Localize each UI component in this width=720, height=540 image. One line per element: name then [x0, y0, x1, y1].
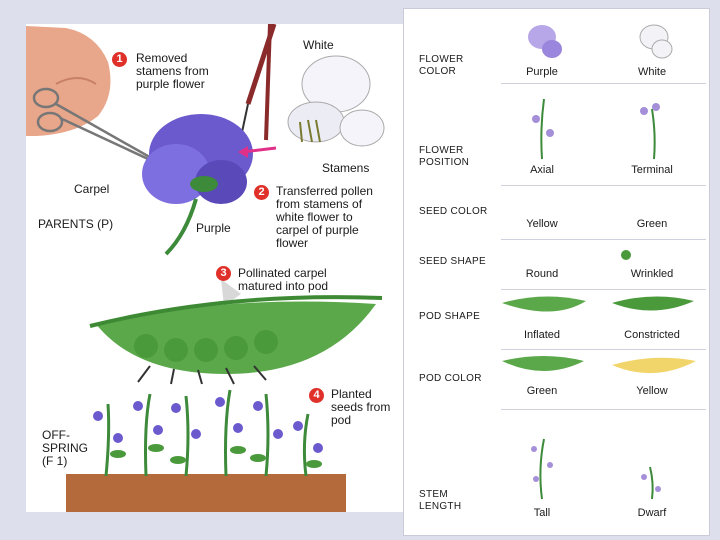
trait-name: SEED COLOR: [419, 206, 489, 218]
purple-flower-icon: [528, 25, 562, 58]
white-label: White: [303, 39, 334, 52]
trait-name: SEED SHAPE: [419, 256, 489, 268]
step-1-text: Removed stamens from purple flower: [136, 52, 216, 91]
step-4-text: Planted seeds from pod: [331, 388, 391, 427]
trait-name: FLOWER COLOR: [419, 54, 489, 78]
trait-dominant: Green: [492, 385, 592, 397]
step-4-badge: 4: [309, 388, 324, 403]
parents-label: PARENTS (P): [38, 218, 118, 231]
trait-name: POD COLOR: [419, 373, 489, 385]
row-divider: [501, 185, 706, 186]
trait-name: POD SHAPE: [419, 311, 489, 323]
soil: [66, 474, 346, 512]
offspring-label: OFF-SPRING (F 1): [42, 429, 92, 468]
inflated-pod-icon: [502, 296, 586, 311]
row-divider: [501, 289, 706, 290]
trait-dominant: Axial: [492, 164, 592, 176]
trait-recessive: Green: [602, 218, 702, 230]
stamens-label: Stamens: [322, 162, 369, 175]
terminal-plant-icon: [652, 109, 655, 159]
offspring-leaves: [110, 444, 322, 468]
offspring-flowers: [93, 397, 323, 453]
row-divider: [501, 349, 706, 350]
white-flower-icon: [640, 25, 672, 58]
trait-recessive: Dwarf: [602, 507, 702, 519]
trait-recessive: White: [602, 66, 702, 78]
trait-dominant: Yellow: [492, 218, 592, 230]
trait-name: FLOWER POSITION: [419, 145, 489, 169]
axial-plant-icon: [541, 99, 544, 159]
trait-recessive: Constricted: [602, 329, 702, 341]
trait-recessive: Yellow: [602, 385, 702, 397]
dwarf-plant-icon: [650, 467, 653, 499]
row-divider: [501, 83, 706, 84]
trait-dominant: Purple: [492, 66, 592, 78]
step-2-text: Transferred pollen from stamens of white…: [276, 185, 386, 250]
trait-recessive: Terminal: [602, 164, 702, 176]
row-divider: [501, 239, 706, 240]
trait-name: STEM LENGTH: [419, 489, 489, 513]
row-divider: [501, 409, 706, 410]
traits-panel: FLOWER COLOR Purple White FLOWER POSITIO…: [403, 8, 710, 536]
trait-dominant: Tall: [492, 507, 592, 519]
trait-dominant: Round: [492, 268, 592, 280]
step-2-badge: 2: [254, 185, 269, 200]
trait-dominant: Inflated: [492, 329, 592, 341]
step-3-badge: 3: [216, 266, 231, 281]
trait-recessive: Wrinkled: [602, 268, 702, 280]
green-pod-icon: [502, 356, 584, 371]
carpel-label: Carpel: [74, 183, 109, 196]
yellow-pod-icon: [612, 358, 696, 373]
experiment-panel: 1 Removed stamens from purple flower Whi…: [26, 24, 410, 512]
step-1-badge: 1: [112, 52, 127, 67]
pea-pod-icon: [90, 297, 382, 374]
tall-plant-icon: [540, 439, 544, 499]
purple-label: Purple: [196, 222, 231, 235]
green-seed-icon: [621, 250, 631, 260]
step-3-text: Pollinated carpel matured into pod: [238, 267, 348, 293]
constricted-pod-icon: [612, 296, 694, 310]
